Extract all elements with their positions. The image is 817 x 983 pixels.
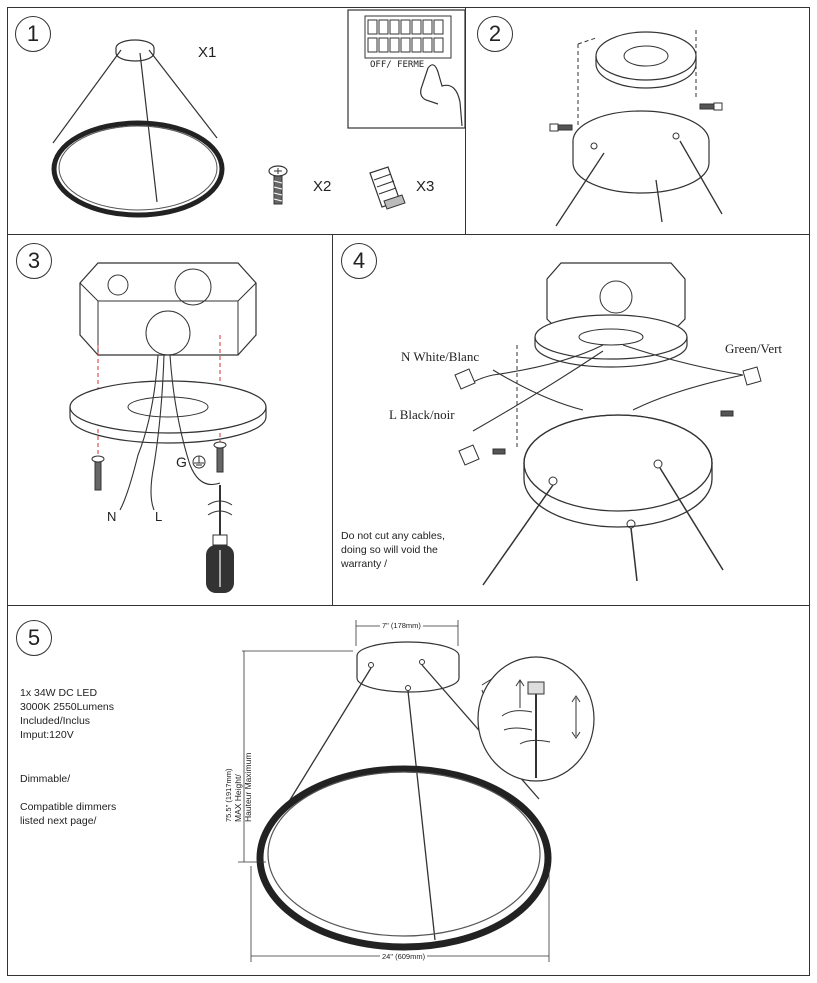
connector-quantity: X3 — [416, 178, 435, 195]
dimmable-note: Dimmable/ — [20, 773, 71, 785]
fixture-illustration — [51, 9, 465, 218]
junction-box-illustration — [69, 262, 267, 593]
neutral-wire-label: N — [107, 509, 117, 524]
step-number: 5 — [16, 620, 52, 656]
step-1-panel: 1 — [7, 7, 466, 235]
specifications: 1x 34W DC LED 3000K 2550Lumens Included/… — [20, 687, 114, 741]
mounting-plate-illustration — [549, 30, 723, 227]
white-wire-label: N White/Blanc — [401, 349, 480, 364]
height-dimension-labels: 75.5" (1917mm) MAX Height/ Hauteur Maxim… — [224, 753, 253, 822]
screw-quantity: X2 — [313, 178, 332, 195]
height-dimension: 75.5" (1917mm) — [224, 768, 233, 822]
screw-icon — [268, 165, 288, 205]
ground-label: G — [176, 454, 187, 470]
step-number: 1 — [15, 16, 51, 52]
wire-connector-icon — [369, 166, 406, 210]
breaker-off-label: OFF/ FERME — [370, 60, 425, 70]
cable-warning: Do not cut any cables, doing so will voi… — [341, 530, 445, 570]
step-number: 3 — [16, 243, 52, 279]
wiring-illustration — [454, 262, 762, 586]
canopy-dimension: 7" (178mm) — [380, 621, 423, 630]
live-wire-label: L — [155, 509, 163, 524]
step-2-panel: 2 — [465, 7, 810, 235]
step-number: 4 — [341, 243, 377, 279]
step-number: 2 — [477, 16, 513, 52]
screwdriver-icon — [206, 485, 234, 593]
step-5-panel: 5 1x 34W DC LED 3000K 2550Lumens Include… — [7, 605, 810, 976]
fixture-quantity: X1 — [198, 44, 217, 61]
dimmer-note: Compatible dimmers listed next page/ — [20, 801, 117, 827]
green-wire-label: Green/Vert — [725, 341, 783, 356]
step-4-panel: 4 — [332, 234, 810, 606]
black-wire-label: L Black/noir — [389, 407, 455, 422]
width-dimension: 24" (609mm) — [380, 952, 428, 961]
dimension-illustration — [238, 620, 595, 962]
max-height-label: MAX Height/ — [233, 774, 243, 822]
max-height-label-fr: Hauteur Maximum — [243, 752, 253, 822]
step-3-panel: 3 — [7, 234, 333, 606]
